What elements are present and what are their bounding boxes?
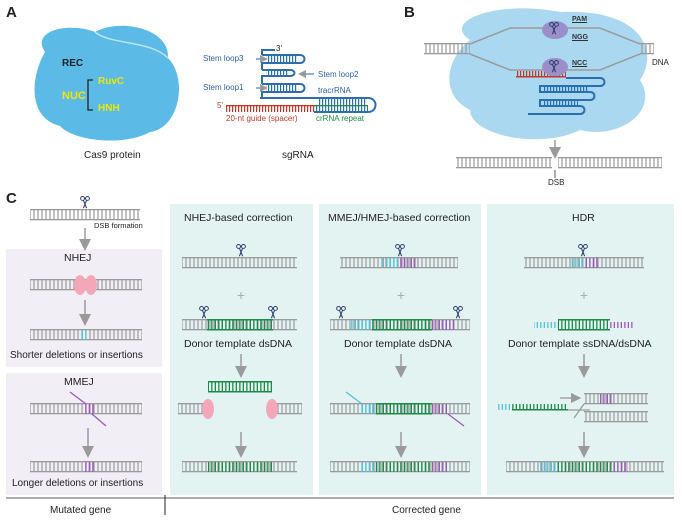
plus-sign-1: + — [237, 287, 245, 303]
cas9-protein-blob — [34, 25, 180, 141]
dna-label: DNA — [652, 58, 669, 67]
ruvc-label: RuvC — [98, 76, 125, 87]
nuc-label: NUC — [62, 90, 86, 102]
bottom-divider-lines — [6, 495, 674, 515]
panel-letter-a: A — [6, 4, 17, 21]
tracrrna-label: tracrRNA — [318, 86, 351, 95]
sgrna-caption: sgRNA — [282, 150, 314, 161]
nhej-panel-bg — [6, 249, 162, 367]
donor-ss-label: Donor template ssDNA/dsDNA — [508, 338, 652, 350]
plus-sign-3: + — [580, 287, 588, 303]
pam-label: PAM — [572, 16, 588, 23]
mutated-gene-label: Mutated gene — [50, 505, 112, 516]
dsb-formation-diagram — [30, 196, 140, 251]
donor-ds-label-1: Donor template dsDNA — [184, 338, 292, 350]
mmej-header: MMEJ — [64, 376, 94, 388]
ncc-label: NCC — [572, 60, 588, 67]
rec-label: REC — [62, 58, 84, 69]
stem-loop3-label: Stem loop3 — [203, 54, 244, 63]
corrected-gene-label: Corrected gene — [392, 505, 461, 516]
guide-label: 20-nt guide (spacer) — [226, 114, 298, 123]
stem-loop2-label: Stem loop2 — [318, 70, 359, 79]
plus-sign-2: + — [397, 287, 405, 303]
ngg-label: NGG — [572, 34, 588, 41]
three-prime-label: 3' — [276, 44, 282, 53]
longer-label: Longer deletions or insertions — [12, 478, 144, 489]
nhej-diagram — [30, 275, 142, 341]
nhej-correction-header: NHEJ-based correction — [184, 212, 293, 224]
crrna-repeat-label: crRNA repeat — [316, 114, 365, 123]
five-prime-label: 5' — [217, 101, 223, 110]
hnh-label: HNH — [98, 103, 120, 114]
sgrna-structure — [226, 49, 377, 113]
stem-loop1-label: Stem loop1 — [203, 83, 244, 92]
hdr-header: HDR — [572, 212, 595, 224]
donor-ds-label-2: Donor template dsDNA — [344, 338, 452, 350]
panel-letter-b: B — [404, 4, 415, 21]
nhej-header: NHEJ — [64, 252, 92, 264]
cas9-caption: Cas9 protein — [84, 150, 141, 161]
mmej-correction-header: MMEJ/HMEJ-based correction — [328, 212, 471, 224]
dsb-formation-label: DSB formation — [94, 221, 143, 230]
nhej-correction-diagram: + — [178, 244, 302, 473]
mmej-correction-diagram: + — [330, 244, 470, 473]
hdr-diagram: + — [496, 244, 664, 473]
panel-b-cas9-complex — [424, 8, 662, 178]
panel-letter-c: C — [6, 190, 17, 207]
mmej-diagram — [30, 391, 142, 473]
dsb-label: DSB — [548, 178, 565, 187]
mmej-panel-bg — [6, 373, 162, 495]
shorter-label: Shorter deletions or insertions — [10, 350, 143, 361]
